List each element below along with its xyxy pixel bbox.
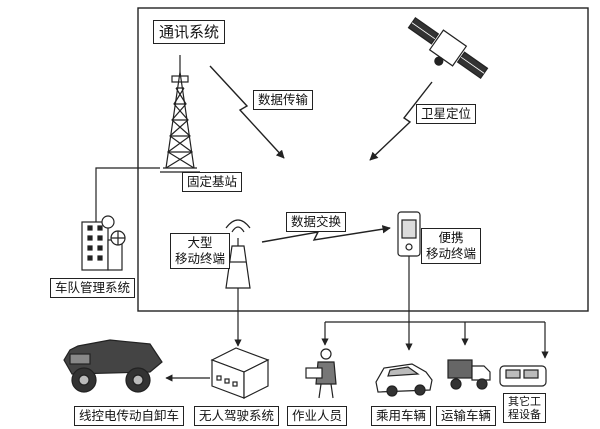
phone-icon [397, 211, 421, 257]
control-box-icon [210, 347, 270, 399]
building-icon [81, 215, 126, 271]
data-transmission-label: 数据传输 [253, 90, 314, 110]
fleet-management-label: 车队管理系统 [50, 278, 136, 298]
fleet-to-base-line [95, 167, 160, 222]
base-station-label: 固定基站 [182, 172, 243, 192]
dump-truck-icon [63, 339, 163, 393]
portable-mobile-terminal-line2: 移动终端 [426, 246, 477, 261]
operators-label: 作业人员 [287, 406, 348, 426]
other-equipment-line1: 其它工 [508, 395, 541, 408]
unmanned-system-label: 无人驾驶系统 [194, 406, 280, 426]
lightning-icon [369, 81, 433, 161]
portable-mobile-terminal-label: 便携 移动终端 [421, 228, 482, 264]
other-vehicle-icon [499, 365, 547, 387]
car-icon [375, 363, 433, 397]
passenger-vehicle-label: 乘用车辆 [371, 406, 432, 426]
large-mobile-terminal-line1: 大型 [187, 235, 213, 250]
distribution-lines [321, 256, 549, 359]
large-mobile-terminal-label: 大型 移动终端 [170, 233, 231, 269]
large-mobile-terminal-line2: 移动终端 [175, 251, 226, 266]
transport-vehicle-label: 运输车辆 [436, 406, 497, 426]
tower-icon [160, 55, 200, 173]
other-equipment-label: 其它工 程设备 [503, 393, 546, 423]
worker-icon [305, 348, 337, 399]
dump-truck-label: 线控电传动自卸车 [74, 406, 185, 426]
transport-truck-icon [447, 359, 491, 390]
system-title: 通讯系统 [153, 20, 226, 44]
data-exchange-label: 数据交换 [286, 212, 347, 232]
communication-system-frame [137, 7, 589, 312]
other-equipment-line2: 程设备 [508, 408, 541, 421]
lightning-icon [209, 65, 285, 159]
portable-mobile-terminal-line1: 便携 [438, 230, 464, 245]
lightning-icon [261, 225, 391, 243]
satellite-icon [407, 17, 489, 79]
antenna-icon [225, 219, 251, 289]
satellite-positioning-label: 卫星定位 [416, 104, 477, 124]
